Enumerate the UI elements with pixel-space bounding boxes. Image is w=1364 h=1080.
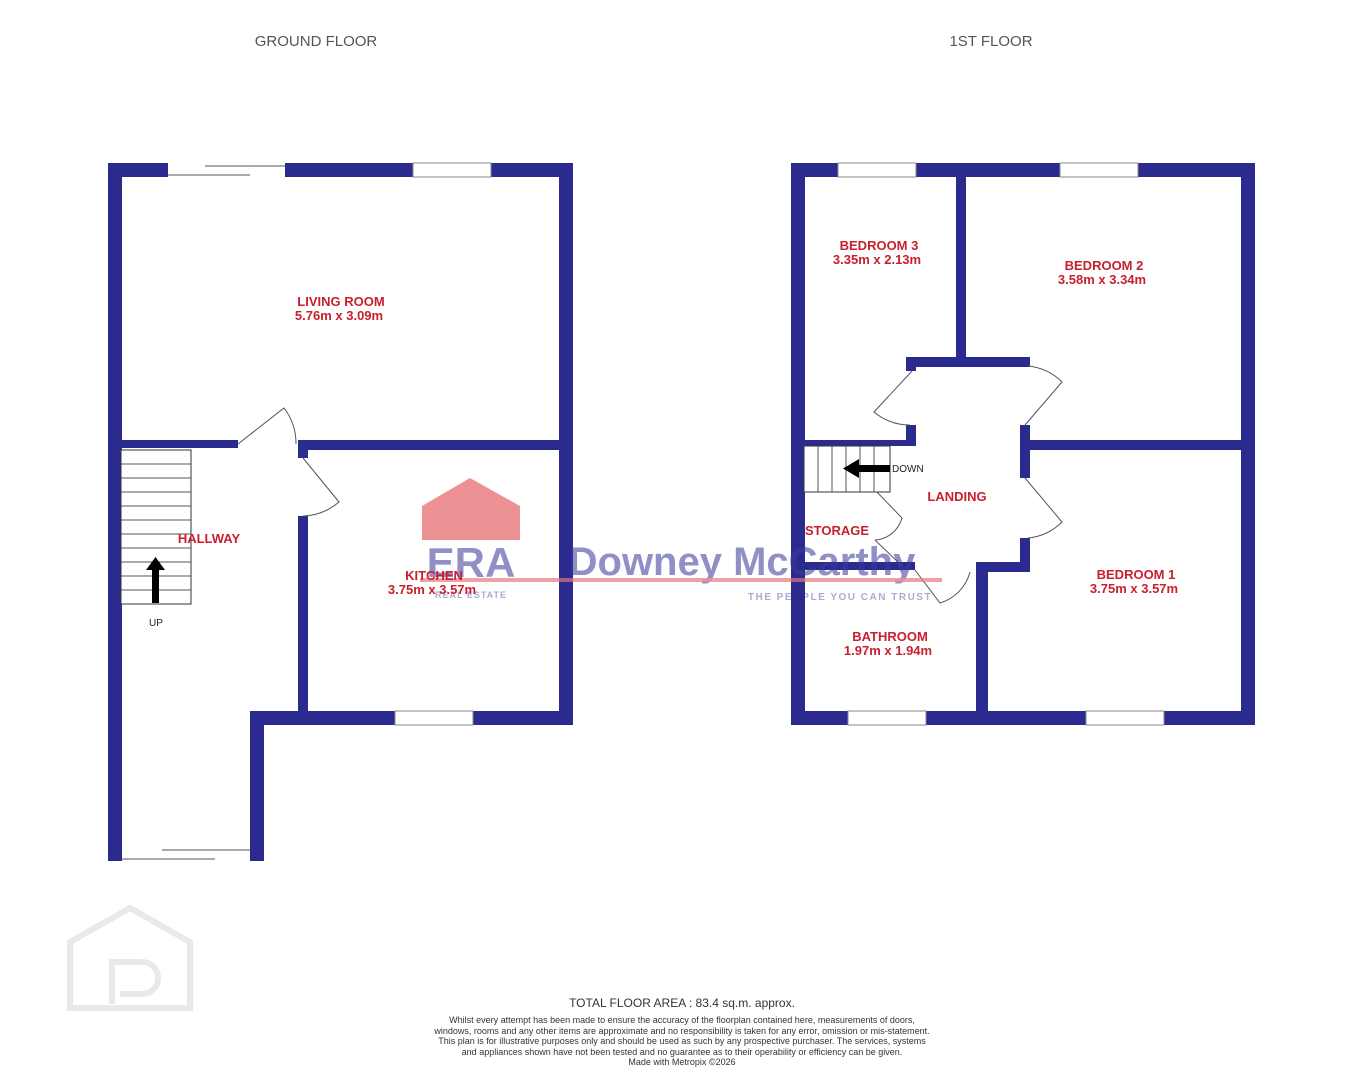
bedroom2-name: BEDROOM 2	[1065, 258, 1144, 273]
footer: TOTAL FLOOR AREA : 83.4 sq.m. approx. Wh…	[432, 996, 932, 1067]
wall	[298, 440, 308, 458]
wall	[805, 440, 916, 446]
wall	[1241, 163, 1255, 725]
door-swing	[873, 370, 913, 426]
wall	[559, 163, 573, 725]
ground-floor-plan: UP	[108, 162, 573, 861]
door-swing	[302, 457, 340, 517]
wall	[1020, 440, 1241, 450]
made-with-credit: Made with Metropix ©2026	[628, 1057, 736, 1067]
wall	[976, 562, 1030, 572]
kitchen-name: KITCHEN	[405, 568, 463, 583]
kitchen-dims: 3.75m x 3.57m	[388, 582, 476, 597]
window	[1059, 162, 1139, 178]
storage-door	[874, 489, 903, 541]
window	[1085, 710, 1165, 726]
disclaimer-text: Whilst every attempt has been made to en…	[434, 1015, 930, 1057]
property-pal-logo-icon	[67, 904, 193, 1011]
ground-floor-title: GROUND FLOOR	[255, 33, 378, 50]
wall	[1020, 538, 1030, 572]
door-swing	[237, 407, 297, 445]
wall	[298, 440, 559, 450]
landing-name: LANDING	[927, 489, 986, 504]
window	[837, 162, 917, 178]
door-swing	[914, 569, 971, 604]
wall	[250, 711, 264, 861]
watermark-tagline: THE PEOPLE YOU CAN TRUST	[748, 592, 932, 603]
watermark-brand-sub: REAL ESTATE	[435, 590, 507, 600]
bedroom2-dims: 3.58m x 3.34m	[1058, 272, 1146, 287]
stairs-down-label: DOWN	[892, 464, 924, 475]
window	[847, 710, 927, 726]
living-room-dims: 5.76m x 3.09m	[295, 308, 383, 323]
wall	[108, 163, 122, 861]
arrow-up-icon-head	[146, 557, 165, 570]
wall	[956, 177, 966, 365]
window	[394, 710, 474, 726]
era-roof-logo-icon	[422, 478, 520, 540]
wall	[805, 562, 915, 570]
staircase-up	[120, 449, 192, 605]
staircase-down	[803, 445, 891, 493]
bathroom-dims: 1.97m x 1.94m	[844, 643, 932, 658]
wall	[906, 425, 916, 445]
storage-name: STORAGE	[805, 523, 869, 538]
living-room-name: LIVING ROOM	[297, 294, 384, 309]
total-floor-area: TOTAL FLOOR AREA : 83.4 sq.m. approx.	[569, 996, 795, 1010]
watermark-company: Downey McCarthy	[569, 540, 916, 584]
door-swing	[1024, 477, 1063, 539]
wall	[976, 562, 988, 725]
wall	[108, 163, 168, 177]
wall	[906, 357, 916, 371]
wall	[1020, 425, 1030, 445]
bedroom1-dims: 3.75m x 3.57m	[1090, 581, 1178, 596]
hallway-name: HALLWAY	[178, 531, 241, 546]
bedroom1-name: BEDROOM 1	[1097, 567, 1176, 582]
arrow-up-icon	[152, 568, 159, 603]
wall	[906, 357, 1030, 367]
watermark-rule	[420, 578, 942, 582]
bedroom3-dims: 3.35m x 2.13m	[833, 252, 921, 267]
bathroom-name: BATHROOM	[852, 629, 928, 644]
arrow-left-icon	[857, 465, 890, 472]
window	[412, 162, 492, 178]
bedroom3-name: BEDROOM 3	[840, 238, 919, 253]
storage-door	[874, 539, 903, 567]
first-floor-title: 1ST FLOOR	[949, 33, 1032, 50]
stairs-up-label: UP	[149, 618, 163, 629]
wall	[298, 516, 308, 725]
agency-watermark: ERA REAL ESTATE Downey McCarthy THE PEOP…	[420, 478, 942, 603]
first-floor-plan: DOWN	[791, 162, 1255, 726]
wall	[122, 440, 238, 448]
wall	[791, 163, 805, 725]
arrow-left-icon-head	[843, 459, 859, 478]
wall	[1020, 450, 1030, 478]
door-swing	[1024, 365, 1063, 426]
